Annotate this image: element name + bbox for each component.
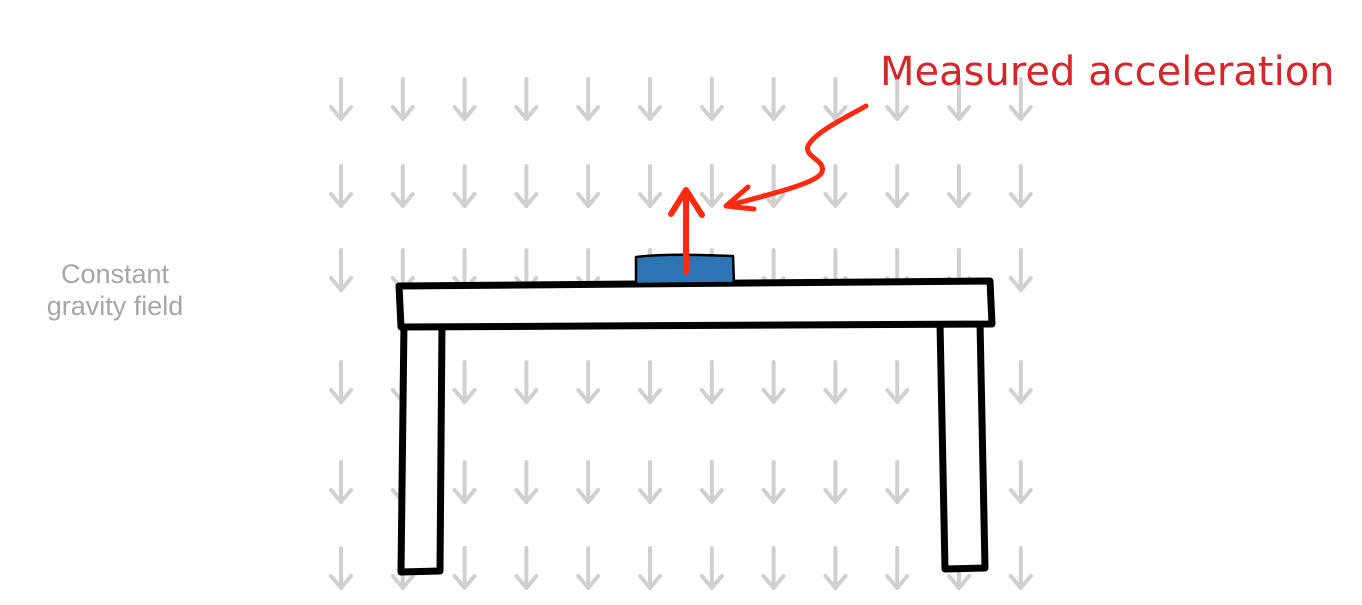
down-arrow-icon (1011, 548, 1031, 588)
down-arrow-icon (516, 79, 536, 119)
down-arrow-icon (825, 362, 845, 402)
down-arrow-icon (455, 362, 475, 402)
down-arrow-icon (578, 548, 598, 588)
table-left-leg (401, 322, 442, 572)
down-arrow-icon (1011, 166, 1031, 206)
down-arrow-icon (331, 548, 351, 588)
gravity-field-label: Constant gravity field (10, 258, 220, 322)
down-arrow-icon (640, 548, 660, 588)
down-arrow-icon (455, 79, 475, 119)
down-arrow-icon (516, 462, 536, 502)
table-top (399, 281, 992, 327)
down-arrow-icon (702, 166, 722, 206)
down-arrow-icon (331, 79, 351, 119)
down-arrow-icon (331, 166, 351, 206)
down-arrow-icon (640, 462, 660, 502)
table (399, 281, 992, 572)
down-arrow-icon (887, 362, 907, 402)
down-arrow-icon (455, 166, 475, 206)
down-arrow-icon (331, 250, 351, 290)
gravity-field-label-line1: Constant (10, 258, 220, 290)
down-arrow-icon (640, 362, 660, 402)
down-arrow-icon (764, 79, 784, 119)
down-arrow-icon (455, 548, 475, 588)
down-arrow-icon (393, 79, 413, 119)
measured-acceleration-label: Measured acceleration (880, 44, 1335, 100)
down-arrow-icon (764, 362, 784, 402)
down-arrow-icon (764, 548, 784, 588)
down-arrow-icon (764, 166, 784, 206)
down-arrow-icon (393, 166, 413, 206)
down-arrow-icon (825, 462, 845, 502)
down-arrow-icon (331, 362, 351, 402)
down-arrow-icon (516, 166, 536, 206)
down-arrow-icon (702, 462, 722, 502)
down-arrow-icon (764, 462, 784, 502)
down-arrow-icon (578, 166, 598, 206)
down-arrow-icon (702, 362, 722, 402)
down-arrow-icon (887, 166, 907, 206)
down-arrow-icon (702, 548, 722, 588)
down-arrow-icon (516, 548, 536, 588)
down-arrow-icon (640, 79, 660, 119)
down-arrow-icon (825, 166, 845, 206)
down-arrow-icon (702, 79, 722, 119)
table-right-leg (940, 322, 985, 569)
down-arrow-icon (331, 462, 351, 502)
down-arrow-icon (825, 548, 845, 588)
down-arrow-icon (1011, 250, 1031, 290)
down-arrow-icon (455, 462, 475, 502)
down-arrow-icon (887, 548, 907, 588)
down-arrow-icon (887, 462, 907, 502)
down-arrow-icon (640, 166, 660, 206)
down-arrow-icon (949, 166, 969, 206)
down-arrow-icon (578, 462, 598, 502)
down-arrow-icon (1011, 462, 1031, 502)
gravity-field-label-line2: gravity field (10, 290, 220, 322)
down-arrow-icon (825, 79, 845, 119)
down-arrow-icon (516, 362, 536, 402)
down-arrow-icon (578, 79, 598, 119)
down-arrow-icon (578, 362, 598, 402)
down-arrow-icon (1011, 362, 1031, 402)
